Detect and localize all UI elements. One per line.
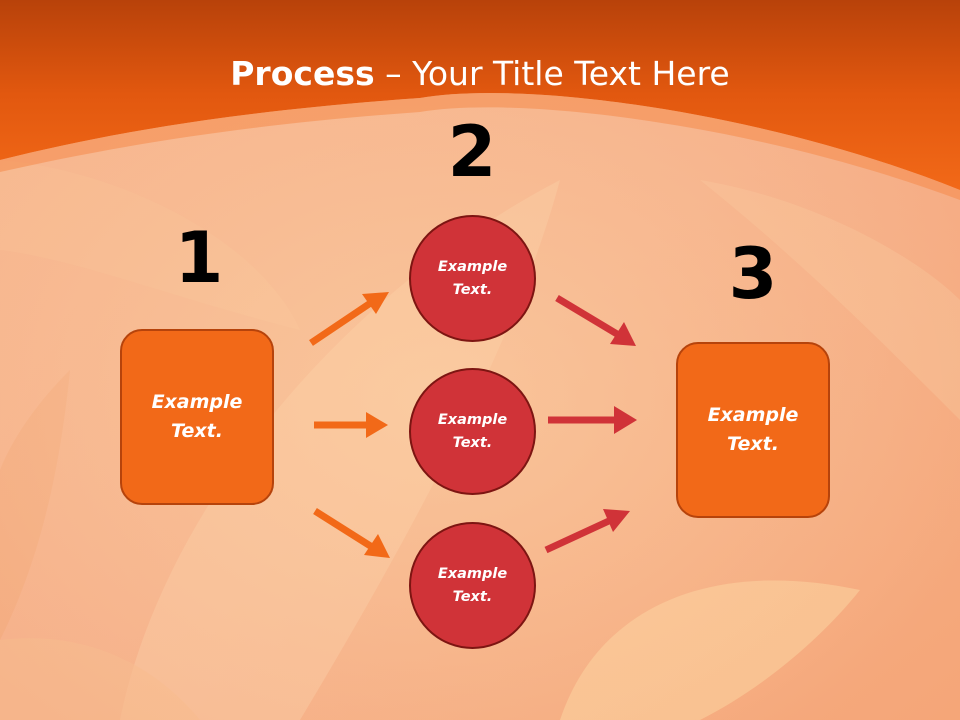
arrow-bottom-to-3 bbox=[544, 509, 630, 554]
title-bold: Process bbox=[230, 54, 375, 93]
circle-bottom-text-line1: Example bbox=[437, 565, 508, 582]
slide-title: Process – Your Title Text Here bbox=[0, 52, 960, 96]
step-2-circle-bottom: Example Text. bbox=[409, 522, 536, 649]
step-1-text-line2: Text. bbox=[171, 420, 223, 442]
step-2-circle-middle: Example Text. bbox=[409, 368, 536, 495]
header-band bbox=[0, 0, 960, 190]
step-3-box: Example Text. bbox=[676, 342, 830, 518]
circle-top-text-line2: Text. bbox=[452, 281, 493, 298]
step-2-circle-top: Example Text. bbox=[409, 215, 536, 342]
step-number-3: 3 bbox=[728, 233, 778, 315]
circle-middle-text-line1: Example bbox=[437, 411, 508, 428]
step-number-2: 2 bbox=[447, 111, 497, 193]
arrow-1-to-middle bbox=[314, 412, 388, 438]
arrow-1-to-bottom bbox=[313, 508, 390, 558]
arrow-1-to-top bbox=[309, 292, 389, 346]
circle-top-text-line1: Example bbox=[437, 258, 508, 275]
arrow-top-to-3 bbox=[555, 294, 636, 346]
step-number-1: 1 bbox=[174, 217, 224, 299]
circle-bottom-text-line2: Text. bbox=[452, 588, 493, 605]
header-highlight bbox=[0, 92, 960, 200]
circle-middle-text-line2: Text. bbox=[452, 434, 493, 451]
arrow-middle-to-3 bbox=[548, 406, 637, 434]
step-3-text-line1: Example bbox=[707, 404, 799, 426]
title-rest: – Your Title Text Here bbox=[374, 54, 730, 93]
step-3-text-line2: Text. bbox=[727, 433, 779, 455]
step-1-box: Example Text. bbox=[120, 329, 274, 505]
step-1-text-line1: Example bbox=[151, 391, 243, 413]
